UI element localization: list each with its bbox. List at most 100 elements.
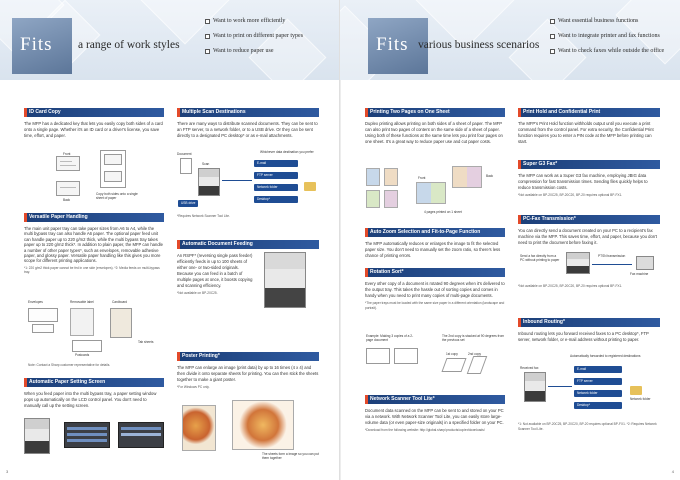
stack-illustration	[394, 348, 418, 364]
section-heading: Poster Printing*	[177, 352, 319, 361]
checklist-item: Want to print on different paper types	[205, 29, 337, 44]
section-auto-zoom: Auto Zoom Selection and Fit-to-Page Func…	[365, 228, 505, 259]
section-body: Every other copy of a document is rotate…	[365, 281, 505, 298]
stack-illustration	[366, 348, 390, 364]
destination-network-folder: Network folder	[574, 390, 622, 397]
usb-drive-tag: USB drive	[178, 200, 198, 207]
section-heading: Network Scanner Tool Lite*	[365, 395, 505, 404]
document-icon	[180, 158, 192, 174]
fax-machine-illustration	[636, 256, 654, 270]
section-heading: Automatic Paper Setting Screen	[24, 378, 164, 387]
section-heading: Versatile Paper Handling	[24, 213, 164, 222]
label-set1: 1st copy	[446, 352, 458, 356]
section-body: The MFP has a dedicated key that lets yo…	[24, 121, 163, 138]
label-set2: 2nd copy	[468, 352, 481, 356]
section-body: The MFP can work as a Super G3 fax machi…	[518, 173, 648, 190]
label-front: Front	[63, 152, 71, 156]
section-print-hold: Print Hold and Confidential Print The MF…	[518, 108, 660, 145]
section-multiple-scan: Multiple Scan Destinations There are man…	[177, 108, 319, 139]
checkbox-icon	[550, 49, 555, 54]
page-title: various business scenarios	[418, 39, 540, 51]
label-example: Example: Making 3 copies of a 2-page doc…	[366, 334, 414, 342]
sorted-stack	[441, 358, 467, 372]
checklist-item: Want to reduce paper use	[205, 44, 337, 59]
section-heading: ID Card Copy	[24, 108, 164, 117]
sheet-front-image	[416, 182, 446, 204]
checkbox-icon	[205, 49, 210, 54]
right-header-band: Fits various business scenarios Want ess…	[340, 0, 680, 80]
fits-word: Fits	[376, 34, 409, 55]
destination-ftp: FTP server	[254, 172, 298, 179]
envelope-image	[28, 308, 58, 322]
checklist: Want essential business functions Want t…	[550, 14, 680, 59]
label-fax: Fax machine	[630, 272, 649, 276]
checklist-item: Want to work more efficiently	[205, 14, 337, 29]
label-document: Document	[177, 152, 192, 156]
label-scan: Scan	[202, 162, 210, 166]
mfp-illustration	[24, 418, 50, 454]
destination-desktop: Desktop*	[574, 402, 622, 409]
sheet-back-image	[452, 166, 482, 188]
sorted-stack-rotated	[466, 356, 488, 374]
checklist-item: Want essential business functions	[550, 14, 680, 29]
checkbox-icon	[205, 19, 210, 24]
section-heading: Rotation Sort*	[365, 268, 505, 277]
label-network: Network folder	[630, 397, 651, 401]
section-heading: PC-Fax Transmission*	[518, 215, 660, 224]
destination-network-folder: Network folder	[254, 184, 298, 191]
cardboard-image	[110, 308, 132, 338]
section-body: An RSPF* (reversing single pass feeder) …	[177, 253, 253, 288]
poster-caption: The sheets form a image so you can put t…	[262, 452, 319, 460]
copy-result-sheet	[100, 150, 126, 188]
section-note: *Not available on BP-20C25, BP-20C20, BP…	[518, 284, 623, 288]
page-number: 3	[6, 469, 9, 474]
section-body: The MFP automatically reduces or enlarge…	[365, 241, 501, 258]
section-note: *Not available on BP-20C25, BP-20C20, BP…	[518, 193, 623, 197]
arrow-connector	[592, 264, 632, 265]
destination-email: E-mail	[254, 160, 298, 167]
page-thumbnail	[366, 190, 380, 208]
section-note: *1: Not available on BP-20C25, BP-20C20,…	[518, 422, 657, 431]
label-back: Back	[486, 174, 494, 178]
postcard-image	[72, 340, 102, 352]
arrow-connector	[222, 180, 252, 181]
section-versatile-paper: Versatile Paper Handling The main unit p…	[24, 213, 164, 275]
label-ptn: PTSN transmission	[598, 254, 626, 258]
section-rotation-sort: Rotation Sort* Every other copy of a doc…	[365, 268, 505, 310]
label-back: Back	[63, 198, 71, 202]
section-auto-paper-setting: Automatic Paper Setting Screen When you …	[24, 378, 164, 409]
checklist-item: Want to integrate printer and fax functi…	[550, 29, 680, 44]
fits-word: Fits	[20, 34, 53, 55]
fits-badge	[368, 18, 428, 74]
section-heading: Automatic Document Feeding	[177, 240, 319, 249]
label-auto: Automatically forwarded to registered de…	[570, 354, 641, 358]
label-cardboard: Cardboard	[112, 300, 128, 304]
section-network-scanner: Network Scanner Tool Lite* Document data…	[365, 395, 505, 433]
lcd-screen-illustration	[118, 422, 164, 448]
section-super-g3: Super G3 Fax* The MFP can work as a Supe…	[518, 160, 660, 198]
destination-desktop: Desktop*	[254, 196, 298, 203]
label-adhesive: Removable label	[70, 300, 94, 304]
poster-tiled-image	[232, 400, 294, 450]
section-pc-fax: PC-Fax Transmission* You can directly se…	[518, 215, 660, 246]
section-note: *Not available on BP-20C25.	[177, 291, 218, 295]
folder-icon	[304, 182, 316, 191]
checkbox-icon	[550, 34, 555, 39]
destination-ftp: FTP server	[574, 378, 622, 385]
label-rotated: The 2nd copy is stacked at 90 degrees fr…	[442, 334, 505, 342]
section-heading: Print Hold and Confidential Print	[518, 108, 660, 117]
mfp-illustration	[566, 252, 590, 274]
section-heading: Inbound Routing*	[518, 318, 660, 327]
label-front: Front	[418, 176, 426, 180]
checkbox-icon	[550, 19, 555, 24]
mfp-with-feeder-illustration	[264, 252, 306, 308]
section-auto-doc-feeding: Automatic Document Feeding An RSPF* (rev…	[177, 240, 319, 296]
section-body: Inbound routing lets you forward receive…	[518, 331, 649, 342]
folder-icon	[630, 386, 642, 395]
section-heading: Multiple Scan Destinations	[177, 108, 319, 117]
section-note: *1: 220 g/m2 thick paper cannot be fed i…	[24, 265, 160, 275]
section-id-card-copy: ID Card Copy The MFP has a dedicated key…	[24, 108, 164, 139]
section-body: Duplex printing allows printing on both …	[365, 121, 503, 144]
section-heading: Auto Zoom Selection and Fit-to-Page Func…	[365, 228, 505, 237]
